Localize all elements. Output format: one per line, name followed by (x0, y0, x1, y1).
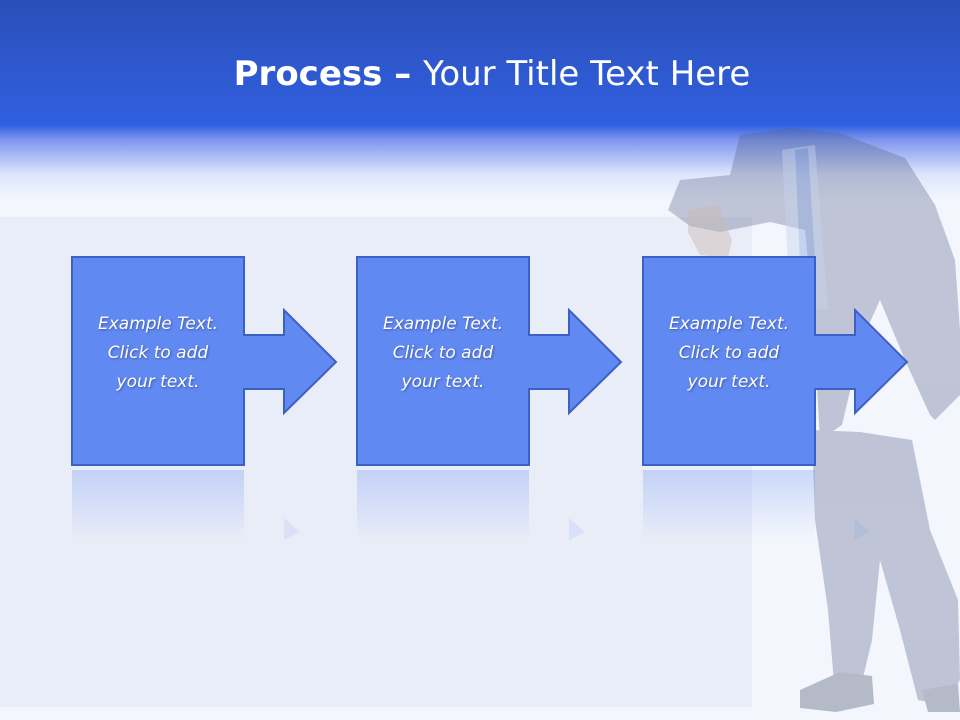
step-text-line: Click to add (678, 343, 780, 363)
process-step-3-shape[interactable] (642, 256, 909, 466)
step-text-line: Click to add (107, 343, 209, 363)
title-bold-text: Process (233, 54, 383, 94)
process-step-3-text[interactable]: Example Text. Click to add your text. (643, 310, 815, 397)
header-band (0, 0, 960, 200)
step-text-line: Example Text. (97, 314, 219, 334)
process-step-1-shape[interactable] (71, 256, 338, 466)
slide-title[interactable]: Process – Your Title Text Here (0, 52, 960, 96)
step-text-line: Example Text. (668, 314, 790, 334)
process-step-2-shape[interactable] (356, 256, 623, 466)
step-text-line: Click to add (392, 343, 494, 363)
process-step-1-text[interactable]: Example Text. Click to add your text. (72, 310, 244, 397)
title-rest-text: Your Title Text Here (423, 54, 751, 94)
title-dash: – (382, 54, 424, 94)
step-text-line: your text. (687, 372, 771, 392)
step-text-line: Example Text. (382, 314, 504, 334)
step-text-line: your text. (401, 372, 485, 392)
process-step-2-text[interactable]: Example Text. Click to add your text. (357, 310, 529, 397)
step-text-line: your text. (116, 372, 200, 392)
shape-reflections (72, 470, 870, 540)
